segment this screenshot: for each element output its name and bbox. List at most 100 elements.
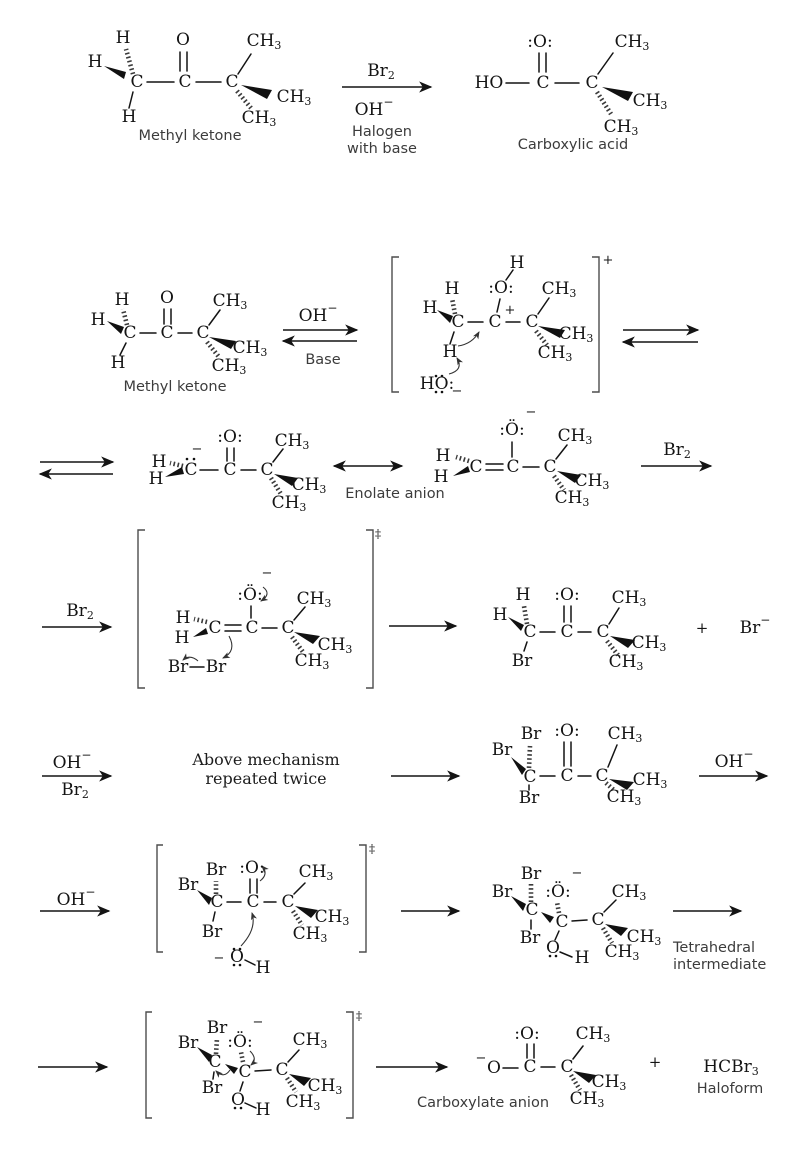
s10-ch3-bottom: CH3 (293, 924, 328, 945)
s11-br-left: Br (492, 882, 513, 902)
s13-o-top: :O: (514, 1024, 539, 1044)
caption-haloform: Haloform (696, 1081, 764, 1097)
s3-c3: C (196, 323, 209, 343)
s6-minus: − (526, 405, 537, 420)
s3-c2: C (160, 323, 173, 343)
brackets-hydroxide-attack-ts (156, 844, 367, 953)
s8-o: :O: (554, 585, 579, 605)
r5-oh: OH− (53, 748, 92, 773)
s13-ch3-top: CH3 (576, 1024, 611, 1045)
structure-carboxylic-acid-bonds (505, 52, 633, 116)
s2-ch3-right: CH3 (633, 91, 668, 112)
s1-c2: C (178, 72, 191, 92)
caption-enolate-anion: Enolate anion (345, 486, 445, 502)
s8-h-top: H (516, 585, 531, 605)
s6-ch3-top: CH3 (558, 426, 593, 447)
brackets-bromination-ts (137, 529, 374, 689)
s3-ch3-bottom: CH3 (212, 356, 247, 377)
s12-c3: C (275, 1060, 288, 1080)
s3-h-top: H (115, 290, 130, 310)
s12-oh-h: H (256, 1100, 271, 1120)
s7-h-bottom: H (175, 628, 190, 648)
s6-o: :Ö: (499, 419, 524, 440)
s5-o: :O: (217, 427, 242, 447)
structure-bromo-ketone-bonds (508, 605, 635, 657)
s10-c1: C (210, 892, 223, 912)
structure-carboxylate-bonds (502, 1043, 596, 1092)
s6-c3: C (543, 457, 556, 477)
s7-c2: C (245, 618, 258, 638)
s7-c3: C (281, 618, 294, 638)
s12-ch3-top: CH3 (293, 1030, 328, 1051)
s1-h-bottom: H (122, 107, 137, 127)
structure-enolate-bonds (453, 441, 581, 492)
s12-o: :Ö: (227, 1031, 252, 1052)
s10-c3: C (281, 892, 294, 912)
s8-br: Br (512, 651, 533, 671)
equilibrium-arrows-3 (38, 456, 115, 480)
r6-oh: OH− (57, 885, 96, 910)
s9-c2: C (560, 766, 573, 786)
s11-o: :Ö: (545, 881, 570, 902)
s12-br-top: Br (207, 1018, 228, 1038)
s4-c3: C (525, 312, 538, 332)
s6-h-top: H (436, 446, 451, 466)
caption-methyl-ketone-1: Methyl ketone (138, 128, 242, 144)
s9-o: :O: (554, 721, 579, 741)
eq1-oh: OH− (299, 301, 338, 326)
s11-ch3-bottom: CH3 (605, 942, 640, 963)
s7-minus: − (262, 566, 273, 581)
s12-minus: − (253, 1015, 264, 1030)
s9-c1: C (523, 767, 536, 787)
s7-o: :Ö: (237, 584, 262, 605)
s1-h-left: H (88, 52, 103, 72)
s11-br-bottom: Br (520, 928, 541, 948)
s10-minus: − (214, 951, 225, 966)
structure-methyl-ketone-2-bonds (107, 308, 236, 359)
s9-br-top: Br (521, 724, 542, 744)
s13-ch3-bottom: CH3 (570, 1089, 605, 1110)
caption-halogen-with-base: Halogen with base (347, 124, 417, 158)
s4-c1: C (451, 312, 464, 332)
s5-minus: − (192, 442, 203, 457)
s4-h-top: H (445, 279, 460, 299)
s2-ch3-bottom: CH3 (604, 117, 639, 138)
s10-br-bottom: Br (202, 922, 223, 942)
s12-doubledagger: ‡ (356, 1008, 362, 1023)
structure-tetrahedral-intermediate-bonds (511, 884, 628, 958)
r1-oh: OH− (355, 95, 394, 120)
s1-ch3-right: CH3 (277, 87, 312, 108)
s11-c1: C (525, 900, 538, 920)
s2-c2: C (585, 73, 598, 93)
s6-ch3-right: CH3 (575, 471, 610, 492)
s6-c1: C (469, 457, 482, 477)
s3-c1: C (123, 323, 136, 343)
r4-br2: Br2 (66, 601, 94, 622)
s4-ch3-top: CH3 (542, 279, 577, 300)
s1-h-top: H (116, 28, 131, 48)
s13-o-left: O (487, 1058, 501, 1078)
s4-h-left: H (423, 298, 438, 318)
s6-h-bottom: H (434, 467, 449, 487)
s11-ch3-top: CH3 (612, 882, 647, 903)
caption-carboxylate-anion: Carboxylate anion (416, 1095, 550, 1111)
s8-ch3-top: CH3 (612, 588, 647, 609)
equilibrium-arrows-1 (281, 324, 359, 347)
s4-c2: C (488, 312, 501, 332)
s5-h-top: H (152, 452, 167, 472)
structure-carbanion-bonds (165, 447, 298, 496)
s9-c3: C (595, 766, 608, 786)
s2-o: :O: (527, 32, 552, 52)
s12-oh-o: O (231, 1090, 245, 1110)
r1-br2: Br2 (367, 61, 395, 82)
s1-o: O (176, 30, 190, 50)
s1-ch3-bottom: CH3 (242, 108, 277, 129)
caption-methyl-ketone-2: Methyl ketone (123, 379, 227, 395)
s10-hydroxide-h: H (256, 958, 271, 978)
s5-h-bottom: H (149, 469, 164, 489)
s12-br-bottom: Br (202, 1078, 223, 1098)
s8-ch3-bottom: CH3 (609, 652, 644, 673)
s7-doubledagger: ‡ (375, 526, 381, 541)
s5-ch3-right: CH3 (292, 475, 327, 496)
